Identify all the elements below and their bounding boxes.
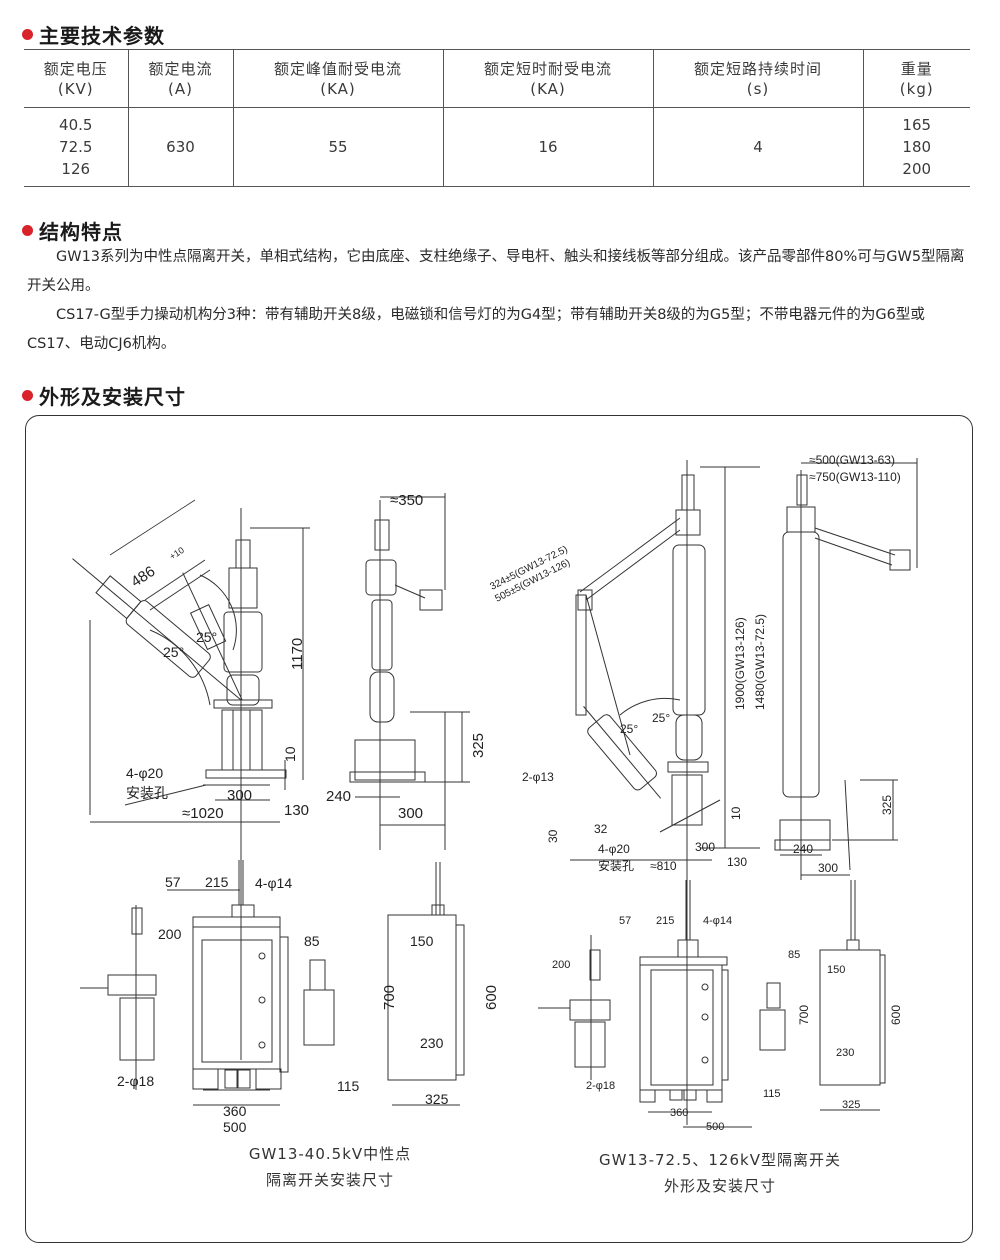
left-drawing-caption: GW13-40.5kV中性点 隔离开关安装尺寸: [200, 1141, 460, 1193]
left-caption-line-1: GW13-40.5kV中性点: [248, 1145, 412, 1163]
rbox-dim-215: 215: [656, 915, 674, 927]
dim-reach-110: ≈750(GW13-110): [809, 470, 901, 484]
rbox-dim-500: 500: [706, 1121, 724, 1133]
header-short-circuit-duration: 额定短路持续时间(s): [652, 49, 864, 108]
rbox-dim-150: 150: [827, 964, 845, 976]
header-peak-current: 额定峰值耐受电流(KA): [232, 49, 444, 108]
dim-holes-label: 安装孔: [126, 785, 168, 801]
dim-right-side-height: 325: [880, 795, 894, 815]
dim-right-side-base1: 240: [793, 842, 813, 856]
bullet-icon: [22, 29, 33, 40]
dim-side-height: 325: [470, 733, 487, 758]
dim-32: 32: [594, 822, 608, 836]
rbox-dim-85: 85: [788, 949, 800, 961]
dim-base-offset2: 130: [284, 802, 309, 819]
dim-arm-length: 486: [128, 563, 158, 591]
spec-table-header-row: 额定电压(KV) 额定电流(A) 额定峰值耐受电流(KA) 额定短时耐受电流(K…: [24, 49, 970, 108]
rbox-dim-115: 115: [763, 1088, 781, 1100]
dim-reach-63: ≈500(GW13-63): [809, 453, 895, 467]
right-switch-drawing: [570, 460, 760, 1125]
right-caption-line-1: GW13-72.5、126kV型隔离开关: [599, 1151, 841, 1169]
right-caption-line-2: 外形及安装尺寸: [663, 1177, 776, 1195]
box-dim-115: 115: [337, 1078, 360, 1094]
left-switch-drawing: [72, 499, 310, 1060]
dim-right-total-width: ≈810: [650, 859, 677, 873]
dim-right-base-offset: 10: [729, 806, 743, 820]
rbox-dim-360: 360: [670, 1107, 688, 1119]
box-dim-700: 700: [381, 985, 398, 1010]
right-side-drawing: [774, 458, 918, 880]
box-dim-holes2: 2-φ18: [117, 1073, 154, 1089]
section-title-specs-text: 主要技术参数: [39, 24, 165, 48]
dim-side-base2: 300: [398, 805, 423, 822]
left-control-box-drawing: [80, 860, 465, 1106]
dim-height: 1170: [289, 638, 306, 670]
dim-holes: 4-φ20: [126, 765, 163, 781]
dim-side-reach: ≈350: [390, 492, 423, 509]
rbox-dim-holes2: 2-φ18: [586, 1080, 615, 1092]
dim-right-holes: 4-φ20: [598, 842, 630, 856]
box-dim-360: 360: [223, 1103, 247, 1119]
dim-total-width: ≈1020: [182, 805, 224, 822]
rbox-dim-600: 600: [889, 1005, 903, 1025]
dim-30: 30: [546, 829, 560, 843]
rbox-dim-57: 57: [619, 915, 631, 927]
box-dim-600: 600: [483, 985, 500, 1010]
left-caption-line-2: 隔离开关安装尺寸: [265, 1171, 394, 1189]
box-dim-holes: 4-φ14: [255, 875, 292, 891]
header-rated-voltage: 额定电压(KV): [24, 49, 129, 108]
right-control-box-drawing: [538, 880, 886, 1128]
bullet-icon: [22, 390, 33, 401]
header-short-time-current: 额定短时耐受电流(KA): [442, 49, 654, 108]
rbox-dim-325: 325: [842, 1099, 860, 1111]
dim-right-base-width: 300: [695, 840, 715, 854]
header-weight: 重量(kg): [862, 49, 970, 108]
dim-base-offset: 10: [282, 746, 298, 762]
rbox-dim-230: 230: [836, 1047, 854, 1059]
section-title-specs: 主要技术参数: [22, 20, 165, 49]
box-dim-230: 230: [420, 1035, 444, 1051]
rbox-dim-holes: 4-φ14: [703, 915, 732, 927]
box-dim-325: 325: [425, 1091, 449, 1107]
left-side-drawing: [349, 493, 470, 850]
section-title-dimensions: 外形及安装尺寸: [22, 381, 186, 410]
bullet-icon: [22, 225, 33, 236]
box-dim-85: 85: [304, 933, 320, 949]
box-dim-150: 150: [410, 933, 434, 949]
dim-angle-2: 25°: [163, 644, 184, 660]
rbox-dim-700: 700: [797, 1005, 811, 1025]
dim-right-base-offset2: 130: [727, 855, 747, 869]
features-paragraph-2: CS17-G型手力操动机构分3种：带有辅助开关8级，电磁锁和信号灯的为G4型；带…: [27, 307, 925, 352]
dim-side-base1: 240: [326, 788, 351, 805]
cell-rated-voltage: 40.5 72.5 126: [24, 107, 129, 187]
dim-right-holes-label: 安装孔: [598, 858, 634, 873]
section-title-dimensions-text: 外形及安装尺寸: [39, 385, 186, 409]
dim-height-126: 1900(GW13-126): [733, 617, 747, 710]
dim-right-angle-2: 25°: [620, 722, 638, 736]
right-drawing-caption: GW13-72.5、126kV型隔离开关 外形及安装尺寸: [560, 1147, 880, 1199]
dim-right-side-base2: 300: [818, 861, 838, 875]
dim-base-width: 300: [227, 787, 252, 804]
dim-arm-tolerance: +10: [168, 545, 186, 562]
dim-angle-1: 25°: [196, 629, 217, 645]
box-dim-57: 57: [165, 874, 181, 890]
drawing-frame: [25, 415, 973, 1243]
box-dim-500: 500: [223, 1119, 247, 1135]
cell-peak-current: 55: [232, 107, 444, 187]
dim-holes13: 2-φ13: [522, 770, 554, 784]
section-title-features-text: 结构特点: [39, 220, 123, 244]
spec-table: 额定电压(KV) 额定电流(A) 额定峰值耐受电流(KA) 额定短时耐受电流(K…: [24, 49, 970, 187]
dim-height-72: 1480(GW13-72.5): [753, 614, 767, 710]
cell-weight: 165 180 200: [862, 107, 970, 187]
features-paragraph-1: GW13系列为中性点隔离开关，单相式结构，它由底座、支柱绝缘子、导电杆、触头和接…: [27, 249, 965, 294]
box-dim-215: 215: [205, 874, 229, 890]
section-title-features: 结构特点: [22, 216, 123, 245]
rbox-dim-200: 200: [552, 959, 570, 971]
cell-rated-current: 630: [127, 107, 234, 187]
table-row: 40.5 72.5 126 630 55 16 4 165 180 200: [24, 107, 970, 187]
box-dim-200: 200: [158, 926, 182, 942]
dim-right-angle-1: 25°: [652, 711, 670, 725]
header-rated-current: 额定电流(A): [127, 49, 234, 108]
